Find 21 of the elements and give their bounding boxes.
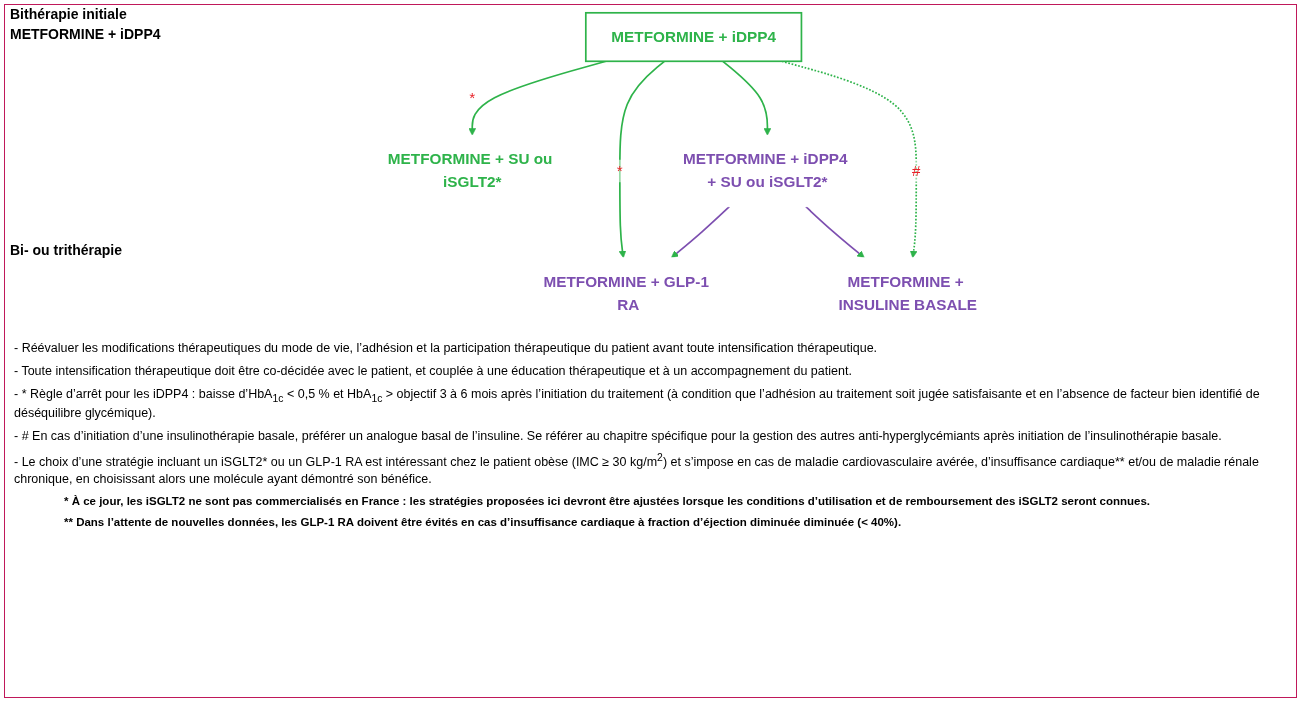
node-text: METFORMINE + GLP-1 RA [543, 273, 709, 314]
note: - Toute intensification thérapeutique doit être co-décidée avec le patient, et couplée à une éducation thérapeutique et à un accompagnement du patient. [14, 362, 853, 380]
node-text: METFORMINE + INSULINE BASALE [838, 273, 978, 314]
note: - Réévaluer les modifications thérapeutiques du mode de vie, l’adhésion et la participation thérapeutique du patient avant toute intensification thérapeutique. [14, 340, 879, 357]
edge-label: # [911, 162, 921, 180]
footnote: * À ce jour, les iSGLT2 ne sont pas commercialisés en France : les stratégies proposées ici devront être ajustées lorsque les conditions d’utilisation et de remboursement des iSGLT2 seront connues. [64, 493, 1151, 509]
edge-label: * [469, 89, 476, 107]
stage-label: Bithérapie initiale [10, 6, 128, 22]
note: - # En cas d’initiation d’une insulinothérapie basale, préférer un analogue basal de l’insuline. Se référer au chapitre spécifique pour la gestion des autres anti-hyperglycémiants après initiation de l’insulinothérapie basale. [14, 428, 1223, 446]
arrow [721, 60, 772, 136]
node-text: METFORMINE + iDPP4 + SU ou iSGLT2* [682, 150, 848, 191]
edge-label: * [616, 162, 623, 180]
footnote: ** Dans l’attente de nouvelles données, les GLP-1 RA doivent être évités en cas d’insuffisance cardiaque à fraction d’éjection diminuée diminuée (< 40%). [64, 515, 903, 531]
stage-label: Bi- ou trithérapie [10, 242, 123, 258]
note: - * Règle d’arrêt pour les iDPP4 : baisse d’HbA$_{1c}$ < 0,5 % et HbA$_{1c}$ > objectif 3 à 6 mois après l’initiation du traitement (à condition que l’adhésion au traitement soit jugée satisfaisante et en l’absence de facteur bien identifié de déséquilibre glycémique). [14, 385, 1261, 423]
stage-label: METFORMINE + iDPP4 [10, 26, 162, 42]
arrow [671, 205, 731, 259]
node-box: METFORMINE + iDPP4 [584, 11, 803, 63]
node-text: METFORMINE + SU ou iSGLT2* [387, 150, 553, 191]
note: - Le choix d’une stratégie incluant un iSGLT2* ou un GLP-1 RA est intéressant chez le patient obèse (IMC ≥ 30 kg/m$^{2}$) et s’impose en cas de maladie cardiovasculaire avérée, d’insuffisance cardiaque** et/ou de maladie rénale chronique, en choisissant alors une molécule ayant démontré son bénéfice. [14, 451, 1260, 488]
arrow [805, 205, 865, 259]
